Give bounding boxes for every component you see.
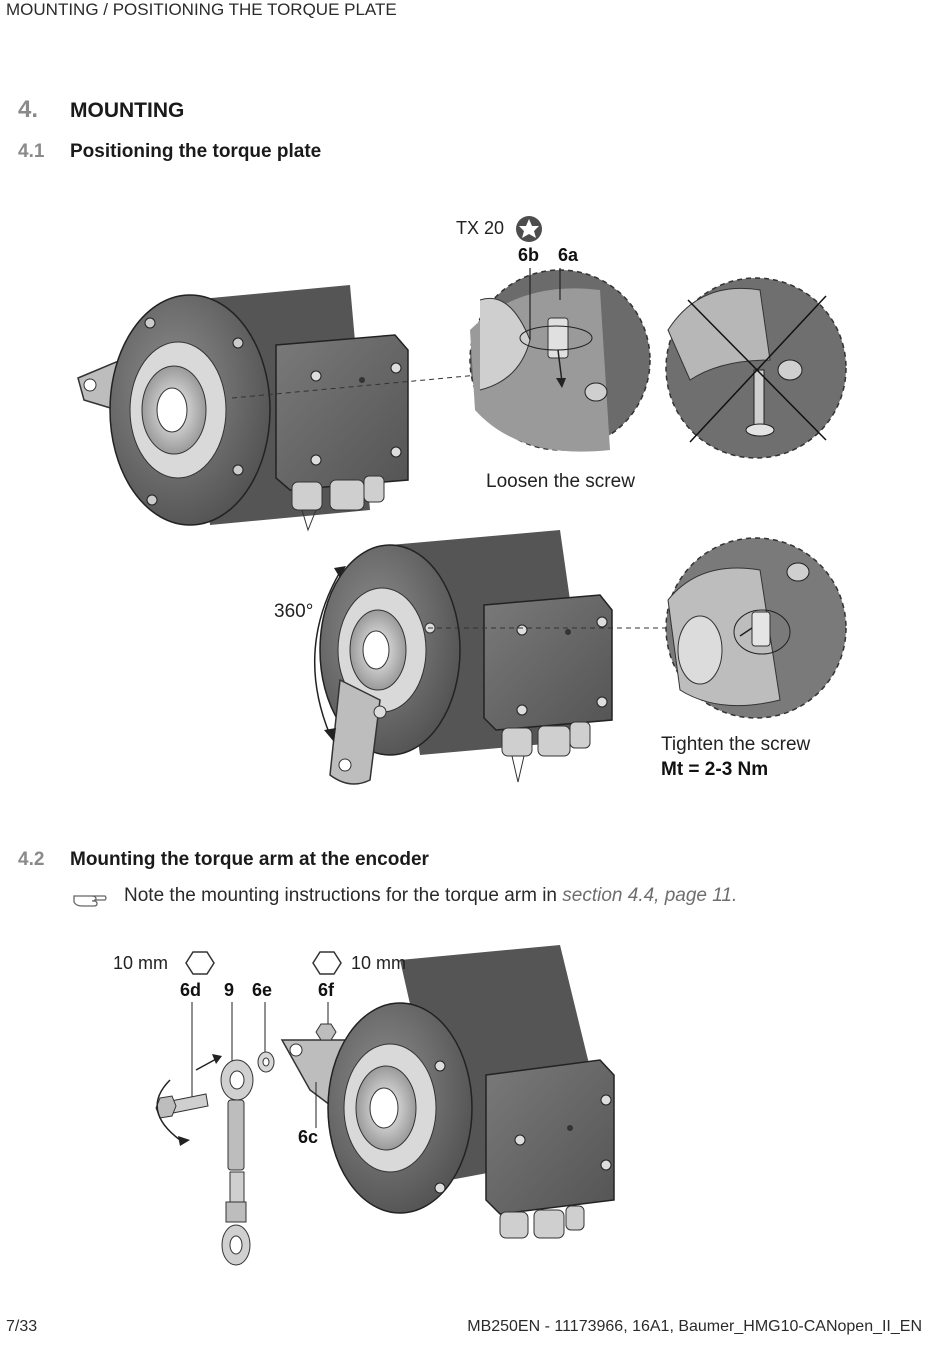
- section-number: 4.: [18, 96, 39, 123]
- caption-loosen: Loosen the screw: [486, 471, 635, 492]
- part-label: 6e: [252, 980, 273, 1000]
- wrench-size-left: 10 mm: [113, 953, 169, 973]
- subsection-1-title: Positioning the torque plate: [70, 141, 322, 162]
- rotation-label: 360°: [274, 601, 314, 622]
- part-label: 6c: [298, 1127, 319, 1147]
- wrench-size-right: 10 mm: [351, 953, 407, 973]
- torx-icon: [516, 216, 542, 242]
- subsection-1-number: 4.1: [18, 141, 45, 162]
- note-text: Note the mounting instructions for the t…: [124, 885, 563, 906]
- part-label: 6f: [318, 980, 335, 1000]
- detail-loosen-screw: [469, 268, 651, 452]
- pointing-hand-icon: [73, 895, 107, 907]
- detail-tighten-screw: [665, 537, 847, 719]
- detail-wrong-screw: [665, 277, 847, 459]
- part-label: 9: [224, 980, 235, 1000]
- mounting-note: Note the mounting instructions for the t…: [124, 885, 737, 907]
- torque-value: Mt = 2-3 Nm: [661, 759, 769, 780]
- tool-label: TX 20: [456, 218, 505, 238]
- subsection-2-title: Mounting the torque arm at the encoder: [70, 849, 429, 870]
- document-reference: MB250EN - 11173966, 16A1, Baumer_HMG10-C…: [467, 1318, 922, 1335]
- running-header: MOUNTING / POSITIONING THE TORQUE PLATE: [6, 0, 397, 19]
- section-reference-link[interactable]: section 4.4, page 11.: [562, 885, 738, 906]
- part-label: 6b: [518, 245, 540, 265]
- section-title: MOUNTING: [70, 99, 185, 122]
- part-label: 6d: [180, 980, 202, 1000]
- encoder-drawing-1: [77, 285, 409, 532]
- page-number: 7/33: [6, 1318, 38, 1335]
- caption-tighten: Tighten the screw: [661, 734, 811, 755]
- torque-arm-assembly: [155, 945, 615, 1266]
- subsection-2-number: 4.2: [18, 849, 45, 870]
- encoder-drawing-2: [313, 530, 613, 785]
- part-label: 6a: [558, 245, 579, 265]
